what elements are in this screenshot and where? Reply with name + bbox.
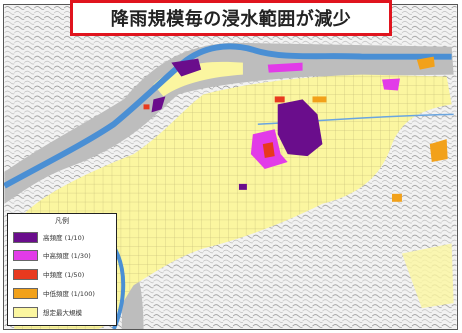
- zone-mid-low-frequency-east: [429, 139, 448, 163]
- zone-mid-high-frequency-ne: [382, 78, 400, 91]
- legend-label: 想定最大規模: [43, 309, 82, 317]
- zone-mid-low-frequency-south: [392, 193, 402, 202]
- zone-mid-low-frequency-mid: [312, 96, 327, 103]
- zone-high-frequency-west: [151, 96, 166, 113]
- legend-swatch: [13, 287, 38, 299]
- zone-high-frequency-sw: [238, 183, 247, 190]
- max-flood-area-se: [401, 243, 454, 309]
- zone-mid-frequency: [262, 142, 275, 159]
- legend-label: 中低頻度 (1/100): [43, 290, 95, 298]
- river-east: [257, 113, 454, 126]
- max-flood-area-grid: [14, 74, 452, 329]
- legend-label: 高頻度 (1/10): [43, 234, 85, 242]
- legend-label: 中頻度 (1/50): [43, 271, 85, 279]
- legend-item: 中高頻度 (1/30): [13, 249, 115, 261]
- zone-mid-low-frequency: [416, 56, 435, 70]
- zone-high-frequency: [277, 99, 323, 157]
- legend-item: 中低頻度 (1/100): [13, 287, 115, 299]
- zone-mid-frequency-north: [274, 96, 285, 103]
- legend-swatch: [13, 306, 38, 318]
- title-box: 降雨規模毎の浸水範囲が減少: [70, 0, 392, 36]
- legend-item: 高頻度 (1/10): [13, 231, 115, 243]
- legend-swatch: [13, 231, 38, 243]
- legend-item: 中頻度 (1/50): [13, 268, 115, 280]
- zone-mid-frequency-nw: [143, 104, 150, 110]
- legend: 凡例 高頻度 (1/10) 中高頻度 (1/30) 中頻度 (1/50) 中低頻…: [7, 213, 117, 326]
- legend-label: 中高頻度 (1/30): [43, 252, 91, 260]
- map-title: 降雨規模毎の浸水範囲が減少: [110, 9, 352, 30]
- legend-swatch: [13, 249, 38, 261]
- zone-high-frequency-north: [171, 58, 202, 77]
- legend-swatch: [13, 268, 38, 280]
- legend-title: 凡例: [55, 217, 69, 225]
- legend-item: 想定最大規模: [13, 306, 115, 318]
- zone-mid-high-frequency-north: [267, 62, 303, 73]
